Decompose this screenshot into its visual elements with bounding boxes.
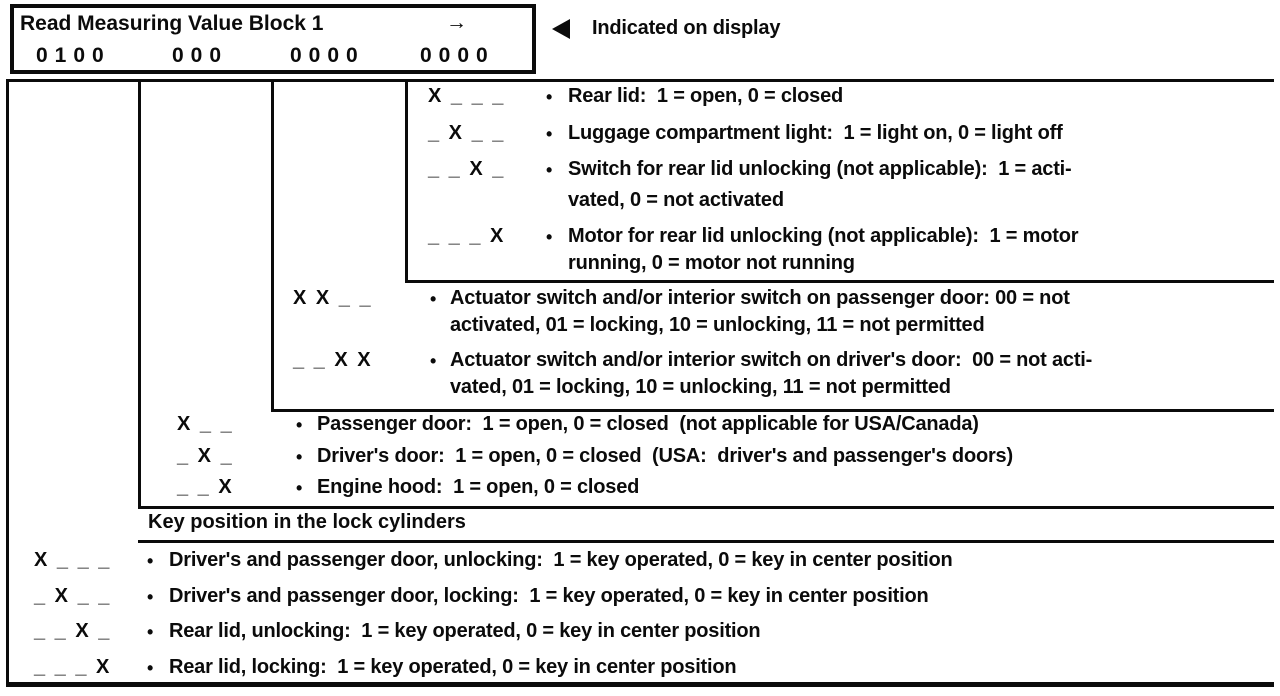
bit-pattern: X X _ _ [293, 287, 373, 309]
row-text: Luggage compartment light: 1 = light on,… [568, 122, 1063, 144]
left-triangle-icon [552, 19, 570, 39]
row-text: Passenger door: 1 = open, 0 = closed (no… [317, 413, 979, 435]
bullet-icon: • [296, 415, 303, 435]
row-text-continued: vated, 0 = not activated [568, 189, 784, 211]
bit-pattern: _ _ _ X [34, 656, 112, 678]
bullet-icon: • [546, 160, 553, 180]
key-section-underline [138, 540, 1274, 543]
row-text-continued: vated, 01 = locking, 10 = unlocking, 11 … [450, 376, 951, 398]
row-text: Driver's and passenger door, unlocking: … [169, 549, 953, 571]
display-value-group-4: 0000 [420, 44, 495, 67]
bit-pattern: _ X _ _ [34, 585, 112, 607]
bit-pattern: _ _ _ X [428, 225, 506, 247]
row-text: Driver's door: 1 = open, 0 = closed (USA… [317, 445, 1013, 467]
row-text: Engine hood: 1 = open, 0 = closed [317, 476, 640, 498]
bit-pattern: _ X _ [177, 445, 234, 467]
display-value-box: Read Measuring Value Block 1 → 0100 000 … [10, 4, 536, 74]
bullet-icon: • [147, 587, 154, 607]
indicator-label: Indicated on display [592, 17, 781, 39]
connector-line-group4 [405, 79, 408, 283]
row-text-continued: activated, 01 = locking, 10 = unlocking,… [450, 314, 985, 336]
row-text: Rear lid, locking: 1 = key operated, 0 =… [169, 656, 737, 678]
row-text: Rear lid, unlocking: 1 = key operated, 0… [169, 620, 761, 642]
connector-line-group3 [271, 79, 274, 412]
connector-line-group3-bottom [271, 409, 1274, 412]
row-text: Actuator switch and/or interior switch o… [450, 287, 1070, 309]
bit-pattern: _ _ X _ [428, 158, 506, 180]
row-text: Actuator switch and/or interior switch o… [450, 349, 1093, 371]
bit-pattern: _ _ X [177, 476, 234, 498]
bullet-icon: • [546, 227, 553, 247]
bit-pattern: X _ _ _ [428, 85, 506, 107]
diagram-outer-frame [6, 79, 1274, 687]
display-value-group-3: 0000 [290, 44, 365, 67]
bullet-icon: • [296, 478, 303, 498]
row-text: Driver's and passenger door, locking: 1 … [169, 585, 929, 607]
section-header: Key position in the lock cylinders [148, 511, 466, 533]
bullet-icon: • [430, 351, 437, 371]
bullet-icon: • [296, 447, 303, 467]
connector-line-group2 [138, 79, 141, 509]
bullet-icon: • [430, 289, 437, 309]
bullet-icon: • [147, 658, 154, 678]
display-value-group-1: 0100 [36, 44, 111, 67]
bullet-icon: • [546, 87, 553, 107]
row-text: Switch for rear lid unlocking (not appli… [568, 158, 1072, 180]
bit-pattern: X _ _ _ [34, 549, 112, 571]
bit-pattern: _ _ X X [293, 349, 373, 371]
right-arrow-icon: → [446, 11, 467, 34]
display-value-group-2: 000 [172, 44, 229, 67]
row-text: Rear lid: 1 = open, 0 = closed [568, 85, 844, 107]
row-text: Motor for rear lid unlocking (not applic… [568, 225, 1079, 247]
connector-line-group4-bottom [405, 280, 1274, 283]
bit-pattern: _ X _ _ [428, 122, 506, 144]
display-box-title: Read Measuring Value Block 1 [20, 12, 324, 35]
bullet-icon: • [147, 551, 154, 571]
bit-pattern: X _ _ [177, 413, 234, 435]
bullet-icon: • [147, 622, 154, 642]
bullet-icon: • [546, 124, 553, 144]
bit-pattern: _ _ X _ [34, 620, 112, 642]
row-text-continued: running, 0 = motor not running [568, 252, 855, 274]
connector-line-group2-bottom [138, 506, 1274, 509]
